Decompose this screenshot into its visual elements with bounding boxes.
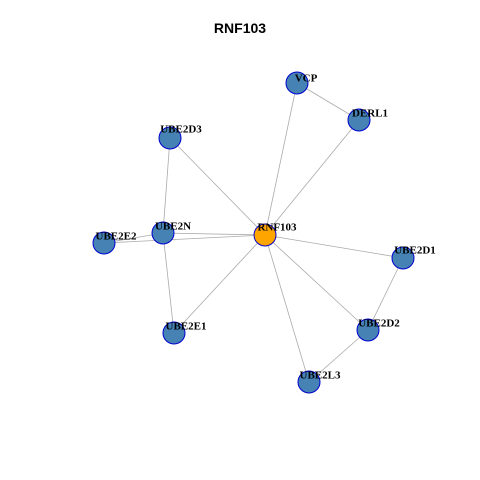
node-label-derl1: DERL1 [352,108,388,120]
node-label-ube2n: UBE2N [155,221,191,233]
edge-rnf103-vcp [264,82,298,236]
edge-rnf103-ube2e1 [173,234,266,334]
node-label-ube2d1: UBE2D1 [394,245,436,257]
node-layer [92,71,415,394]
edge-rnf103-ube2e2 [103,234,266,244]
edge-vcp-derl1 [296,82,360,121]
edge-ube2n-ube2e1 [162,232,175,334]
node-ube2d3 [158,126,182,150]
edge-rnf103-derl1 [264,119,360,236]
edge-ube2d3-ube2n [162,137,171,234]
edge-rnf103-ube2d2 [264,234,369,331]
node-ube2d1 [391,246,415,270]
edge-rnf103-ube2l3 [264,234,310,383]
edge-rnf103-ube2d3 [169,137,266,236]
node-ube2n [151,221,175,245]
node-label-vcp: VCP [295,73,318,85]
node-label-ube2l3: UBE2L3 [300,370,341,382]
edge-rnf103-ube2n [162,232,266,236]
node-label-ube2d3: UBE2D3 [160,124,202,136]
node-rnf103 [253,223,277,247]
node-label-ube2e1: UBE2E1 [166,321,207,333]
node-vcp [285,71,309,95]
edge-rnf103-ube2d1 [264,234,404,259]
graph-title: RNF103 [213,20,267,36]
edge-ube2d2-ube2l3 [308,329,369,383]
node-label-ube2e2: UBE2E2 [96,231,137,243]
edge-ube2d1-ube2d2 [367,257,404,331]
node-label-rnf103: RNF103 [257,222,297,234]
node-derl1 [347,108,371,132]
node-label-ube2d2: UBE2D2 [358,318,400,330]
node-ube2e1 [162,321,186,345]
label-layer: RNF103VCPDERL1UBE2D3UBE2NUBE2E2UBE2E1UBE… [96,73,436,382]
node-ube2l3 [297,370,321,394]
node-ube2d2 [356,318,380,342]
node-ube2e2 [92,231,116,255]
